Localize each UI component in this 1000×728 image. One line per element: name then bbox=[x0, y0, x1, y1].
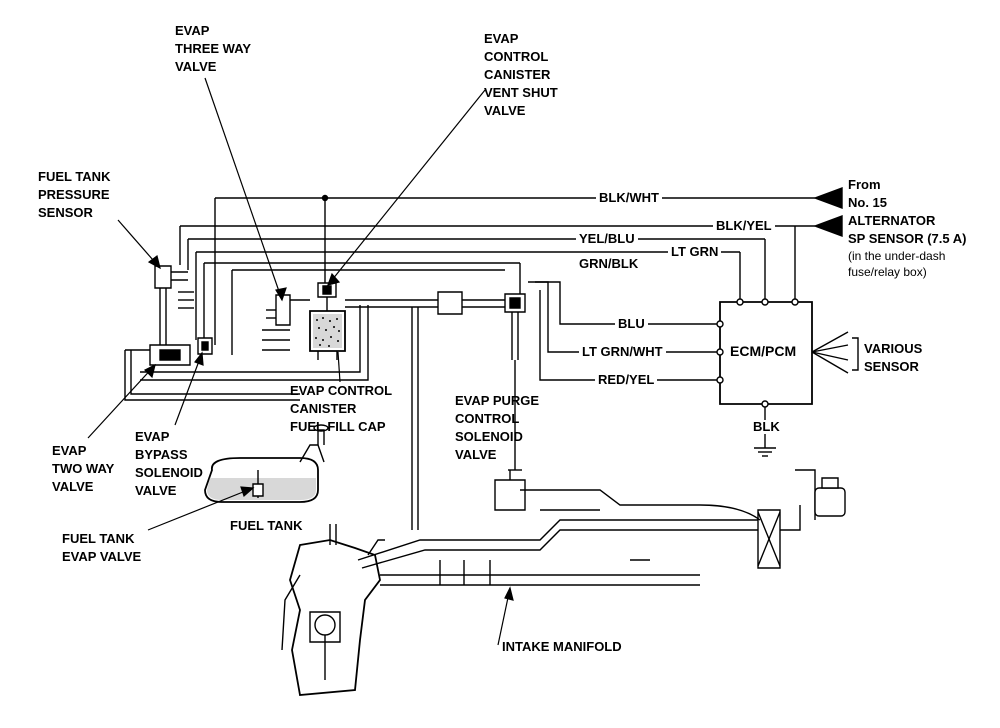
label-from-no15: From No. 15 bbox=[848, 177, 888, 210]
wire-label-lt-grn-wht: LT GRN/WHT bbox=[579, 344, 666, 360]
label-evap-three-way: EVAP THREE WAY VALVE bbox=[175, 23, 252, 74]
leader-canister-cap bbox=[338, 352, 340, 382]
ground-symbol bbox=[754, 407, 776, 456]
label-alternator: ALTERNATOR SP SENSOR (7.5 A) bbox=[848, 213, 967, 246]
vapor-pipes bbox=[125, 305, 368, 400]
label-fuel-tank-pressure: FUEL TANK PRESSURE SENSOR bbox=[38, 169, 111, 220]
leader-vent-shut bbox=[327, 90, 485, 286]
wire-red-yel bbox=[540, 290, 720, 380]
wire-label-blk-wht: BLK/WHT bbox=[596, 190, 662, 206]
label-intake-manifold: INTAKE MANIFOLD bbox=[502, 639, 622, 654]
wire-yel-blu bbox=[188, 239, 765, 302]
vent-shut-valve bbox=[318, 283, 336, 311]
wire-blk-wht bbox=[215, 196, 815, 346]
arrow-alternator bbox=[812, 214, 843, 238]
label-fuel-tank: FUEL TANK bbox=[230, 518, 303, 533]
three-way-valve bbox=[262, 295, 310, 350]
intake-manifold bbox=[358, 470, 845, 585]
evap-canister bbox=[310, 311, 345, 360]
engine bbox=[282, 524, 385, 695]
leader-pressure-sensor bbox=[118, 220, 161, 270]
label-evap-purge: EVAP PURGE CONTROL SOLENOID VALVE bbox=[455, 393, 540, 462]
leader-fuel-tank-evap bbox=[148, 486, 255, 530]
wire-lt-grn bbox=[196, 252, 740, 302]
wire-label-grn-blk: GRN/BLK bbox=[576, 256, 642, 272]
wire-label-yel-blu: YEL/BLU bbox=[576, 231, 638, 247]
label-evap-bypass: EVAP BYPASS SOLENOID VALVE bbox=[135, 429, 203, 498]
label-fuel-tank-evap: FUEL TANK EVAP VALVE bbox=[62, 531, 142, 564]
fuel-tank-pressure-sensor bbox=[155, 266, 194, 345]
label-evap-canister-cap: EVAP CONTROL CANISTER FUEL FILL CAP bbox=[290, 383, 393, 434]
harness-lines bbox=[188, 239, 520, 355]
vapor-line bbox=[345, 292, 505, 314]
wire-label-lt-grn: LT GRN bbox=[668, 244, 722, 260]
wire-label-blu: BLU bbox=[615, 316, 648, 332]
bypass-solenoid bbox=[198, 338, 212, 354]
fuel-tank bbox=[205, 425, 328, 502]
label-various-sensor: VARIOUS SENSOR bbox=[864, 341, 923, 374]
label-under-dash: (in the under-dash fuse/relay box) bbox=[848, 249, 946, 279]
leader-three-way bbox=[205, 78, 287, 302]
leader-bypass bbox=[175, 351, 204, 425]
label-evap-two-way: EVAP TWO WAY VALVE bbox=[52, 443, 115, 494]
wire-label-blk-yel: BLK/YEL bbox=[713, 218, 775, 234]
wire-blk-yel bbox=[180, 226, 815, 302]
label-evap-vent-shut: EVAP CONTROL CANISTER VENT SHUT VALVE bbox=[484, 31, 558, 118]
label-ecm-pcm: ECM/PCM bbox=[730, 343, 797, 359]
pipe-to-manifold bbox=[412, 307, 418, 530]
leader-intake-manifold bbox=[498, 586, 514, 645]
label-ground-blk: BLK bbox=[753, 419, 780, 434]
various-sensor-lines bbox=[812, 332, 858, 373]
wire-label-red-yel: RED/YEL bbox=[595, 372, 658, 388]
purge-solenoid bbox=[505, 294, 525, 470]
arrow-from-no15 bbox=[812, 186, 843, 210]
leader-two-way bbox=[88, 363, 156, 438]
two-way-valve bbox=[150, 345, 190, 365]
